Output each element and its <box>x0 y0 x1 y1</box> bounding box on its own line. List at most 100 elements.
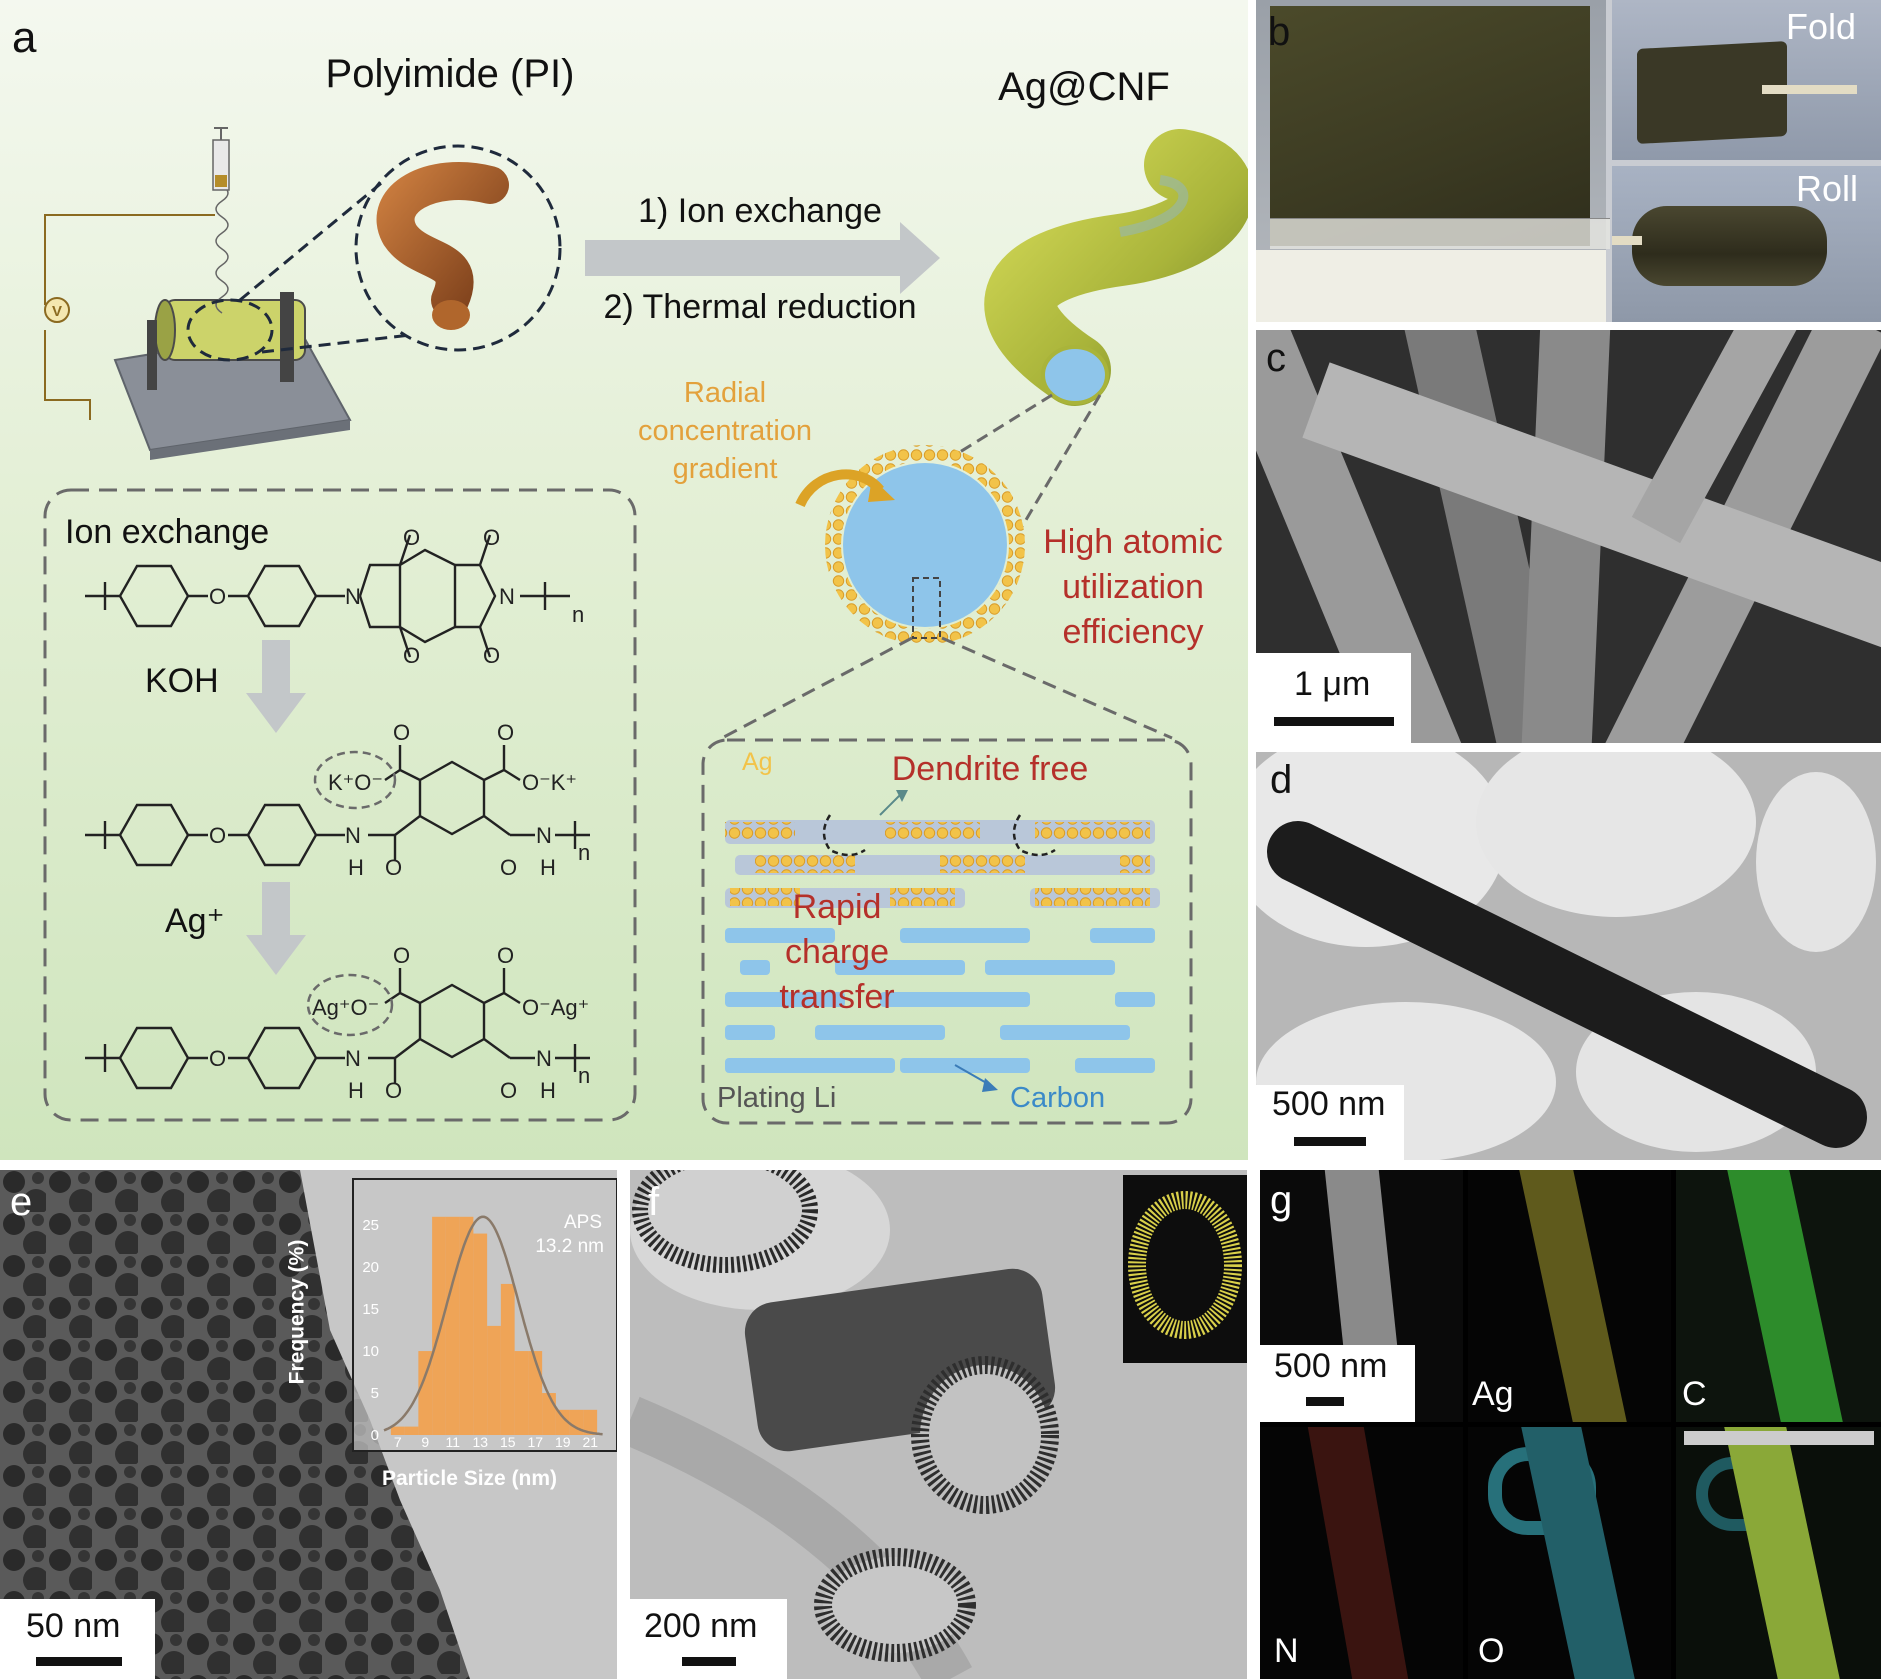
panel-d-scalebar: 500 nm <box>1256 1085 1404 1160</box>
histogram-x-label: Particle Size (nm) <box>382 1467 558 1490</box>
svg-text:N: N <box>499 584 515 609</box>
agcnf-title: Ag@CNF <box>998 65 1170 109</box>
ag-legend-label: Ag <box>742 748 773 776</box>
plating-li-label: Plating Li <box>717 1082 836 1114</box>
silver-salt-structure <box>85 968 590 1090</box>
histogram-bar <box>445 1216 460 1435</box>
process-arrow <box>585 222 940 294</box>
agcnf-fiber-icon <box>984 129 1248 406</box>
svg-text:K⁺O⁻: K⁺O⁻ <box>328 770 383 795</box>
y-tick-label: 10 <box>362 1343 379 1360</box>
histogram-bar <box>542 1393 556 1435</box>
ag-map <box>1468 1170 1671 1422</box>
voltage-label: V <box>52 303 62 320</box>
x-tick-label: 7 <box>394 1434 402 1450</box>
svg-text:n: n <box>578 840 590 865</box>
svg-text:N: N <box>345 584 361 609</box>
ag-map-label: Ag <box>1472 1375 1514 1413</box>
high-atomic-text-1: High atomic <box>1043 523 1223 561</box>
high-atomic-text-2: utilization <box>1062 568 1204 606</box>
panel-c: c 1 μm <box>1256 330 1881 743</box>
ion-exchange-box <box>43 488 637 1122</box>
histogram-bar <box>404 1426 419 1435</box>
panel-f: f 200 nm <box>630 1170 1247 1679</box>
overlay-map <box>1676 1427 1881 1679</box>
svg-text:O: O <box>403 525 420 550</box>
o-map-label: O <box>1478 1632 1505 1670</box>
panel-g-scale-text: 500 nm <box>1274 1347 1388 1385</box>
histogram-bar <box>500 1283 515 1435</box>
panel-f-scalebar: 200 nm <box>630 1599 787 1679</box>
roll-photo <box>1612 166 1881 322</box>
y-tick-label: 0 <box>371 1427 379 1444</box>
step-1-text: 1) Ion exchange <box>638 192 882 230</box>
svg-text:O: O <box>497 943 514 968</box>
svg-text:O: O <box>483 643 500 668</box>
histogram-y-label: Frequency (%) <box>285 1239 309 1385</box>
fold-label: Fold <box>1786 6 1857 47</box>
svg-text:O: O <box>393 943 410 968</box>
panel-f-label: f <box>648 1180 660 1224</box>
y-tick-label: 5 <box>371 1385 379 1402</box>
film-photo <box>1256 0 1610 322</box>
potassium-salt-structure <box>85 745 590 867</box>
svg-text:H: H <box>540 1078 556 1103</box>
radial-text-3: gradient <box>673 453 778 485</box>
dendrite-free-box <box>701 738 1193 1125</box>
panel-e-scalebar: 50 nm <box>0 1599 155 1679</box>
svg-text:N: N <box>536 1046 552 1071</box>
svg-text:O: O <box>500 1078 517 1103</box>
ag-cnf-fiber <box>1267 821 1867 1148</box>
ag-map-inset <box>1128 1191 1242 1339</box>
svg-text:O: O <box>497 720 514 745</box>
roll-label: Roll <box>1796 168 1859 209</box>
ion-exchange-title: Ion exchange <box>65 513 269 551</box>
potassium-salt-labels: O NH O O O K⁺O⁻ O⁻K⁺ NH O n <box>209 720 590 880</box>
histogram-bar <box>487 1325 501 1435</box>
svg-text:n: n <box>572 602 584 627</box>
panel-g-scalebar: 500 nm <box>1260 1345 1415 1422</box>
pi-chemical-labels: O N N O O O O n <box>209 525 584 668</box>
rapid-text-1: Rapid <box>793 888 882 926</box>
svg-text:O: O <box>393 720 410 745</box>
pi-chemical-structure <box>85 534 570 658</box>
panel-a-schematic: V Polyimide (PI) Ag@CNF 1) Ion exchange … <box>0 0 1248 1160</box>
carbon-label: Carbon <box>1010 1082 1105 1114</box>
svg-text:Ag⁺O⁻: Ag⁺O⁻ <box>312 995 379 1020</box>
svg-text:O: O <box>385 855 402 880</box>
x-tick-label: 15 <box>500 1434 516 1450</box>
aps-label-2: 13.2 nm <box>535 1236 604 1257</box>
x-tick-label: 11 <box>445 1434 460 1450</box>
koh-label: KOH <box>145 662 219 700</box>
panel-a-label: a <box>12 13 37 62</box>
histogram-bar <box>390 1426 405 1435</box>
histogram-bar <box>555 1409 570 1435</box>
panel-g: g Ag C N O 500 nm <box>1260 1170 1881 1679</box>
svg-text:N: N <box>536 823 552 848</box>
panel-c-scale-text: 1 μm <box>1294 665 1371 703</box>
panel-e-label: e <box>10 1180 33 1224</box>
svg-text:H: H <box>348 855 364 880</box>
svg-text:O: O <box>209 1046 226 1071</box>
tem-image-f <box>630 1170 1247 1679</box>
histogram-bar <box>473 1233 488 1435</box>
svg-text:n: n <box>578 1063 590 1088</box>
ag-plus-label: Ag⁺ <box>165 902 225 940</box>
ruler <box>1270 218 1610 249</box>
svg-text:O: O <box>209 584 226 609</box>
fold-photo <box>1612 0 1881 160</box>
pi-fiber-icon <box>376 162 509 319</box>
gaussian-fit-curve <box>383 1215 603 1436</box>
carbon-film <box>1270 6 1590 246</box>
n-map <box>1260 1427 1463 1679</box>
y-tick-label: 20 <box>362 1259 379 1276</box>
svg-text:H: H <box>348 1078 364 1103</box>
histogram-bar <box>432 1216 446 1435</box>
x-tick-label: 17 <box>527 1434 543 1450</box>
svg-text:N: N <box>345 1046 361 1071</box>
polyimide-title: Polyimide (PI) <box>326 52 575 96</box>
